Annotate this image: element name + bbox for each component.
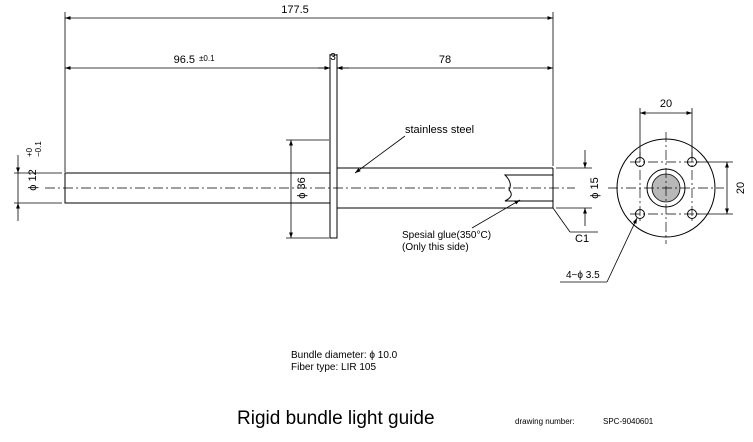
dim-flange-diameter-label: ϕ 36 — [296, 177, 308, 198]
dim-overall-label: 177.5 — [281, 4, 309, 16]
bundle-diameter-note: Bundle diameter: ϕ 10.0 — [291, 350, 398, 361]
flange — [329, 54, 338, 239]
steel-tube — [337, 167, 553, 209]
end-view: 20 20 4−ϕ 3.5 — [560, 98, 747, 283]
dim-flange-position-label: 96.5 — [174, 54, 195, 66]
knurled-tip — [503, 174, 554, 202]
dim-shaft-tol-upper: +0 — [25, 147, 34, 157]
material-callout: stainless steel — [405, 124, 474, 136]
dim-hole-spacing-h-label: 20 — [660, 98, 672, 110]
dim-flange-thickness-label: 3 — [330, 52, 336, 63]
holes-callout: 4−ϕ 3.5 — [566, 270, 600, 281]
dim-shaft-tol-lower: −0.1 — [34, 141, 43, 157]
chamfer-label: C1 — [575, 233, 589, 245]
dim-shaft-diameter-label: ϕ 12 — [27, 169, 39, 190]
dim-flange-tolerance: ±0.1 — [199, 54, 215, 63]
drawing-number: SPC-9040601 — [603, 417, 654, 426]
glue-callout-line1: Spesial glue(350°C) — [402, 230, 491, 241]
dim-tube-label: 78 — [439, 54, 451, 66]
dim-hole-spacing-v-label: 20 — [735, 182, 747, 194]
dim-tip-diameter-label: ϕ 15 — [589, 177, 601, 198]
drawing-title: Rigid bundle light guide — [237, 408, 435, 429]
side-view: 177.5 96.5 ±0.1 3 78 ϕ 12 +0 −0.1 ϕ 36 — [14, 4, 601, 253]
fiber-type-note: Fiber type: LIR 105 — [291, 362, 376, 373]
glue-callout-line2: (Only this side) — [402, 242, 469, 253]
drawing-number-label: drawing number: — [515, 417, 575, 426]
